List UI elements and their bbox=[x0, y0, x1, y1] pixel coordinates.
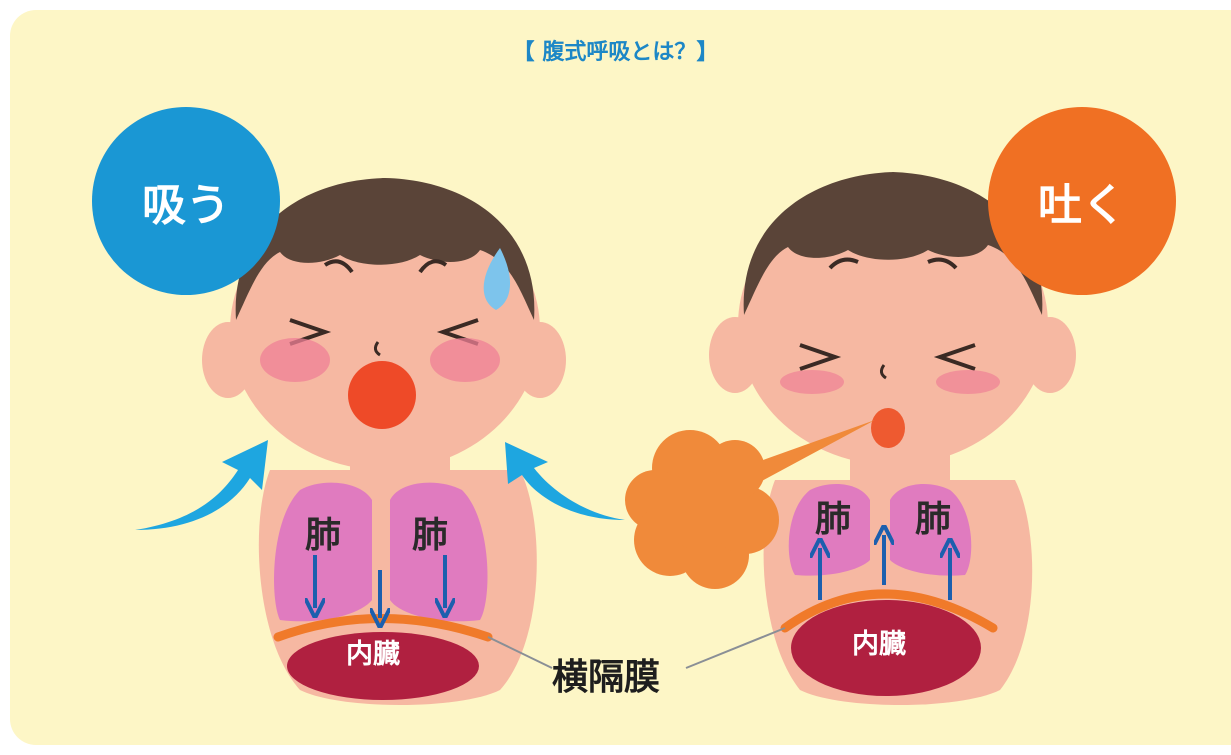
inhale-mouth bbox=[348, 361, 416, 429]
exhale-child bbox=[625, 172, 1076, 705]
inhale-cheek-left bbox=[260, 338, 330, 382]
sweat-drop-icon bbox=[483, 248, 511, 310]
inhale-lung-right-label: 肺 bbox=[412, 515, 449, 556]
inhale-cheek-right bbox=[430, 338, 500, 382]
exhale-lung-right-label: 肺 bbox=[915, 499, 952, 540]
exhale-badge: 吐く bbox=[988, 107, 1176, 295]
exhale-mouth bbox=[871, 408, 905, 448]
air-in-arrow-right bbox=[505, 442, 625, 520]
inhale-lung-left-label: 肺 bbox=[305, 515, 342, 556]
inhale-hair bbox=[235, 178, 535, 320]
breath-stream bbox=[735, 420, 875, 490]
inhale-organs bbox=[287, 632, 479, 700]
diaphragm-leader-right bbox=[685, 627, 786, 669]
inhale-lung-right bbox=[390, 482, 488, 622]
inhale-lung-left bbox=[274, 482, 372, 622]
breath-cloud bbox=[625, 430, 779, 589]
exhale-hair bbox=[743, 172, 1043, 315]
exhale-cheek-right bbox=[936, 370, 1000, 394]
inhale-badge: 吸う bbox=[92, 107, 280, 295]
exhale-organ-label: 内臓 bbox=[852, 629, 906, 660]
exhale-diaphragm bbox=[780, 589, 998, 633]
inhale-child bbox=[135, 178, 625, 705]
exhale-lung-left bbox=[788, 484, 870, 576]
diaphragm-leader-left bbox=[487, 636, 553, 669]
exhale-organs bbox=[791, 600, 981, 696]
diaphragm-label: 横隔膜 bbox=[552, 657, 661, 698]
exhale-cheek-left bbox=[780, 370, 844, 394]
inhale-organ-label: 内臓 bbox=[346, 639, 400, 670]
diagram-title: 【 腹式呼吸とは？】 bbox=[512, 40, 719, 65]
exhale-lung-left-label: 肺 bbox=[815, 499, 852, 540]
air-in-arrow-left bbox=[135, 440, 268, 530]
